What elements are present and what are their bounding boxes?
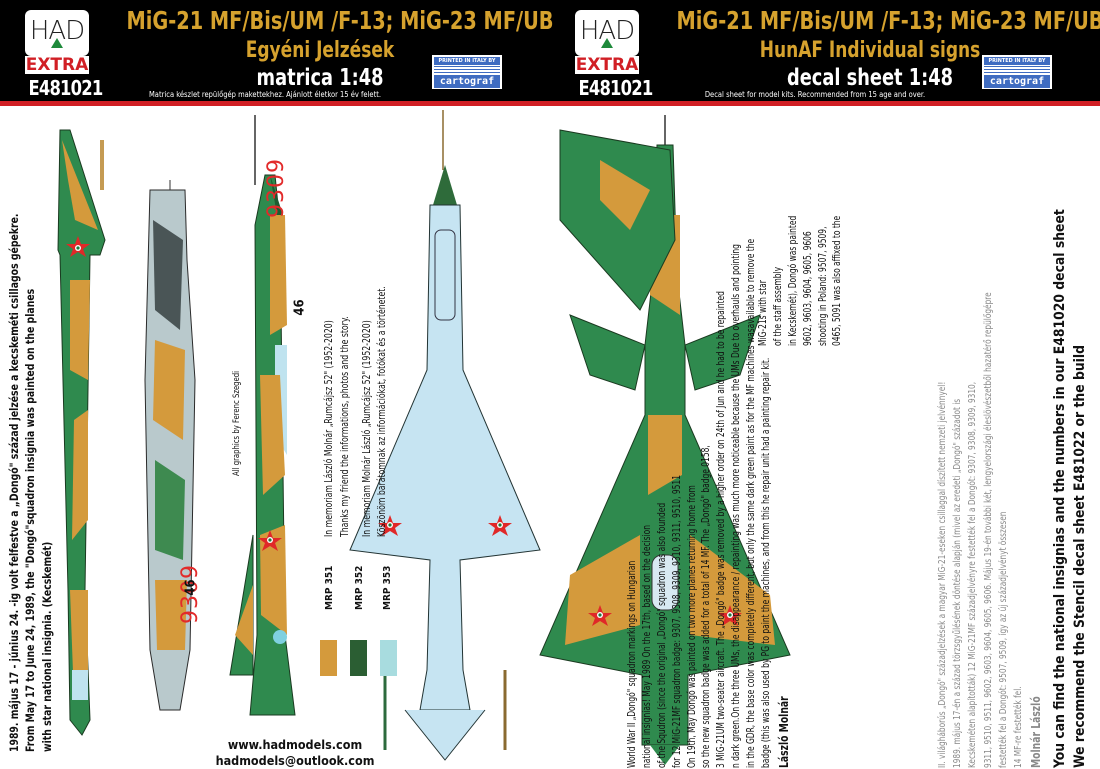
memoriam-en-2: Thanks my friend the informations, photo… bbox=[338, 316, 351, 537]
graphics-credit: All graphics by Ferenc Szegedi bbox=[232, 370, 242, 476]
story-line: Kecskeméten alapították) 12 MiG-21MF szá… bbox=[967, 381, 979, 768]
story-line: of the Squdron (since the original „Dong… bbox=[656, 502, 668, 768]
story-line: so the new squadron badge was added for … bbox=[701, 445, 713, 768]
memoriam-hu-1: In memoriam Molnár László „Rumcájsz 52" … bbox=[360, 320, 373, 537]
email-link[interactable]: hadmodels@outlook.com bbox=[215, 753, 375, 768]
paint-swatch-light-blue bbox=[380, 640, 397, 676]
age-notice: Matrica készlet repülőgép makettekhez. A… bbox=[148, 90, 382, 99]
story-line: 9602, 9603, 9604, 9605, 9606 bbox=[802, 231, 814, 346]
recommendation-note: You can find the national insignias and … bbox=[1051, 209, 1090, 768]
story-author: Molnár László bbox=[1028, 696, 1044, 768]
title-scale: matrica 1:48 bbox=[256, 65, 384, 91]
header-english: HAD EXTRA E481021 MiG-21 MF/Bis/UM /F-13… bbox=[550, 0, 1100, 101]
label-46-top: 46 bbox=[292, 299, 308, 316]
extra-badge: EXTRA bbox=[575, 55, 639, 75]
paint-code-label: MRP 353 bbox=[382, 565, 393, 610]
note-line: You can find the national insignias and … bbox=[1052, 209, 1068, 768]
story-hungarian: II. világháborús „Dongó" századjelzések … bbox=[935, 292, 1045, 768]
story-line: n dark green.On the three UMs, the disap… bbox=[731, 244, 743, 768]
stripe-decoration bbox=[984, 66, 1050, 76]
left-caption: 1989. május 17 - június 24. -ig volt fel… bbox=[6, 167, 55, 752]
paint-swatch-dark-green bbox=[350, 640, 367, 676]
green-triangle-icon bbox=[51, 38, 63, 48]
cartograf-logo: PRINTED IN ITALY BY cartograf bbox=[982, 55, 1052, 89]
caption-hu: 1989. május 17 - június 24. -ig volt fel… bbox=[7, 213, 21, 752]
stripe-decoration bbox=[434, 66, 500, 76]
cartograf-logo: PRINTED IN ITALY BY cartograf bbox=[432, 55, 502, 89]
memoriam-block: In memoriam László Molnár „Rumcájsz 52" … bbox=[322, 286, 391, 537]
story-line: World War II „Dongó" squadron markings o… bbox=[627, 560, 638, 768]
story-line: MiG-21s with star bbox=[758, 280, 769, 346]
story-line: of the staff assembly bbox=[772, 266, 784, 346]
header-hungarian: HAD EXTRA E481021 MiG-21 MF/Bis/UM /F-13… bbox=[0, 0, 554, 101]
story-line: II. világháborús „Dongó" századjelzések … bbox=[937, 381, 948, 768]
story-line: 9311, 9510, 9511, 9602, 9603, 9604, 9605… bbox=[982, 292, 994, 768]
aircraft-side-view-grey bbox=[144, 180, 196, 711]
had-logo: HAD bbox=[575, 10, 639, 56]
product-code: E481021 bbox=[28, 76, 103, 100]
extra-badge: EXTRA bbox=[25, 55, 89, 75]
title-models: MiG-21 MF/Bis/UM /F-13; MiG-23 MF/UB bbox=[126, 6, 554, 35]
aircraft-side-view-green bbox=[229, 115, 296, 716]
paint-code-label: MRP 352 bbox=[354, 565, 365, 610]
green-triangle-icon bbox=[601, 38, 613, 48]
title-subject: Egyéni Jelzések bbox=[245, 38, 395, 63]
caption-en-1: From May 17 to June 24, 1989, the "Dongó… bbox=[23, 288, 38, 752]
label-46-bottom: 46 bbox=[183, 579, 199, 596]
story-line: for 12 MiG-21MF squadron badge: 9307, 93… bbox=[671, 475, 683, 768]
printer-name: cartograf bbox=[434, 76, 500, 88]
story-line: 14 MF-re festették fel. bbox=[1012, 686, 1024, 768]
title-scale: decal sheet 1:48 bbox=[786, 65, 954, 91]
story-line: 3 MiG-21UM two-seater aircraft. The „Don… bbox=[716, 291, 728, 768]
printer-name: cartograf bbox=[984, 76, 1050, 88]
aircraft-side-view-camo bbox=[57, 129, 106, 736]
story-line: national insignias! May 1989 On the 17th… bbox=[641, 524, 653, 768]
note-line: We recommend the Stencil decal sheet E48… bbox=[1071, 344, 1088, 768]
title-models: MiG-21 MF/Bis/UM /F-13; MiG-23 MF/UB bbox=[676, 6, 1100, 35]
story-line: festették fel a Dongót: 9507, 9509, így … bbox=[997, 511, 1009, 768]
red-divider bbox=[0, 101, 1100, 106]
product-code: E481021 bbox=[578, 76, 653, 100]
serial-number-top: 9309 bbox=[264, 158, 289, 218]
caption-en-2: with star national insignia. (Kecskemét) bbox=[39, 541, 54, 752]
paint-code-label: MRP 351 bbox=[324, 565, 335, 610]
age-notice: Decal sheet for model kits. Recommended … bbox=[704, 90, 926, 99]
aircraft-underside-light-blue bbox=[349, 110, 541, 761]
story-line: in Kecskemét), Dongó was painted bbox=[787, 215, 799, 346]
story-line: 0465, 5091 was also affixed to the bbox=[832, 215, 844, 346]
story-line: On 19th, May Dongó was painted on two mo… bbox=[686, 485, 698, 768]
paint-swatch-tan bbox=[320, 640, 337, 676]
printed-in-italy-label: PRINTED IN ITALY BY bbox=[984, 57, 1050, 65]
story-english-continued: MiG-21s with star of the staff assembly … bbox=[757, 216, 846, 346]
aircraft-top-view-wing-right bbox=[559, 129, 676, 311]
story-line: 1989. május 17-én a század törzsgyűlésén… bbox=[952, 398, 964, 768]
memoriam-en-1: In memoriam László Molnár „Rumcájsz 52" … bbox=[323, 320, 335, 537]
had-logo: HAD bbox=[25, 10, 89, 56]
printed-in-italy-label: PRINTED IN ITALY BY bbox=[434, 57, 500, 65]
header-bar: HAD EXTRA E481021 MiG-21 MF/Bis/UM /F-13… bbox=[0, 0, 1100, 104]
memoriam-hu-2: Köszönöm barátomnak az információkat, fo… bbox=[376, 286, 389, 537]
website-link[interactable]: www.hadmodels.com bbox=[227, 737, 363, 752]
story-line: shooting in Poland: 9507, 9509, bbox=[817, 226, 829, 346]
title-subject: HunAF Individual signs bbox=[759, 38, 981, 63]
